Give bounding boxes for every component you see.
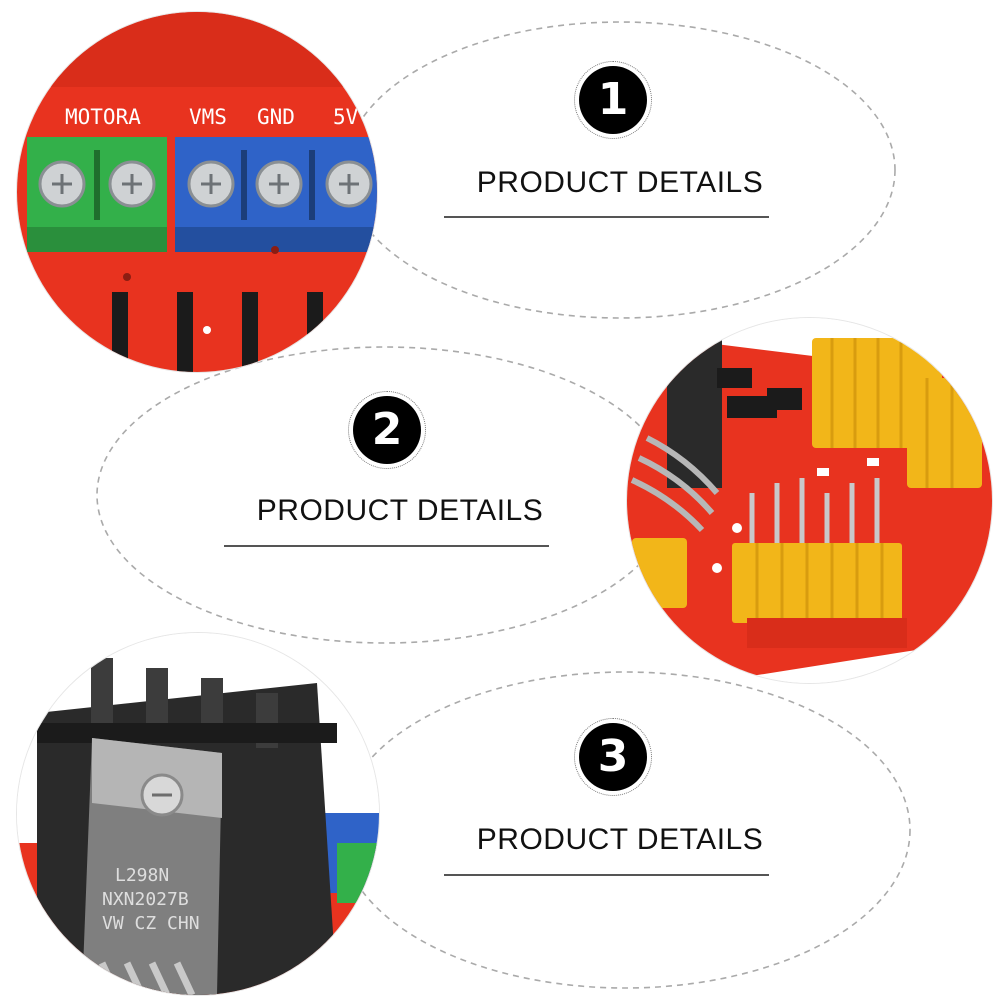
terminal-blocks-image: MOTORA VMS GND 5V	[17, 12, 377, 372]
underline-1	[444, 216, 769, 218]
underline-3	[444, 874, 769, 876]
caption-1: PRODUCT DETAILS	[476, 166, 764, 199]
photo-jumper-pins	[627, 318, 992, 683]
caption-2: PRODUCT DETAILS	[256, 494, 544, 527]
underline-2	[224, 545, 549, 547]
l298n-heatsink-image: L298N NXN2027B VW CZ CHN	[17, 633, 379, 995]
label-vms: VMS	[189, 105, 227, 129]
label-motora: MOTORA	[65, 105, 141, 129]
jumper-pins-image	[627, 318, 992, 683]
number-badge-1: 1	[574, 61, 652, 139]
number-badge-2-text: 2	[371, 404, 403, 455]
label-5v: 5V	[333, 105, 359, 129]
label-gnd: GND	[257, 105, 295, 129]
chip-line-2: NXN2027B	[102, 889, 189, 910]
number-badge-3: 3	[574, 718, 652, 796]
photo-l298n-heatsink: L298N NXN2027B VW CZ CHN	[17, 633, 379, 995]
photo-terminal-blocks: MOTORA VMS GND 5V	[17, 12, 377, 372]
chip-line-1: L298N	[115, 865, 169, 886]
chip-line-3: VW CZ CHN	[102, 913, 200, 934]
number-badge-3-text: 3	[597, 731, 629, 782]
dashed-oval-1	[344, 21, 896, 319]
number-badge-1-text: 1	[597, 74, 629, 125]
number-badge-2: 2	[348, 391, 426, 469]
caption-3: PRODUCT DETAILS	[476, 823, 764, 856]
